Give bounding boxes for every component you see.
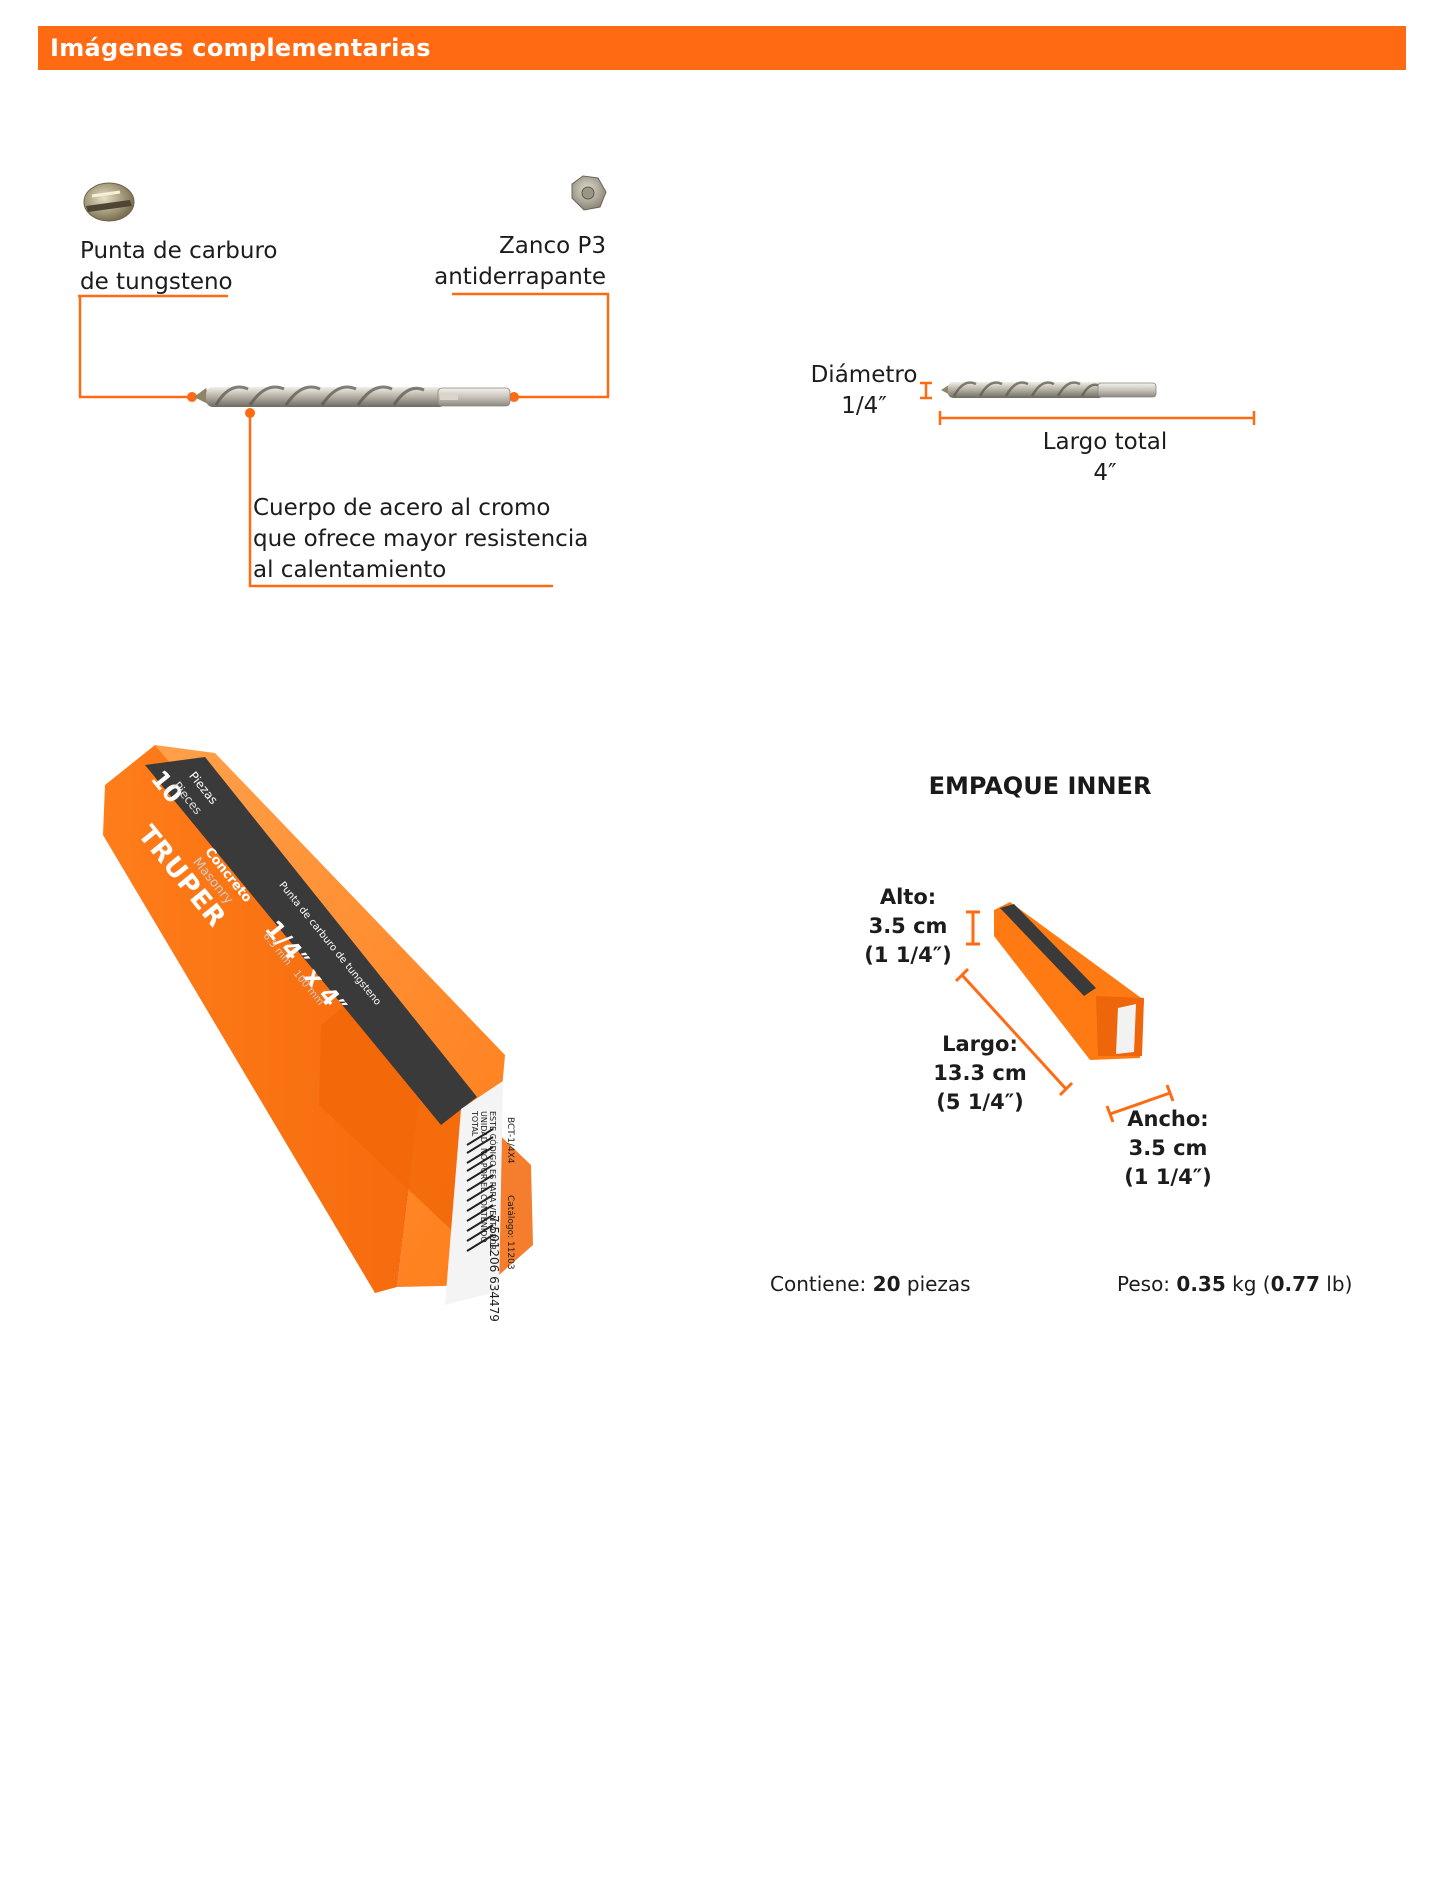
- package-height-metric: 3.5 cm: [868, 914, 948, 938]
- package-length-label: Largo: 13.3 cm (5 1/4″): [922, 1030, 1038, 1117]
- length-label: Largo total 4″: [1030, 427, 1180, 489]
- tip-callout-line1: Punta de carburo: [80, 238, 278, 264]
- inner-package-image: [992, 900, 1162, 1060]
- body-callout-line2: que ofrece mayor resistencia: [253, 526, 589, 552]
- contents-value: 20: [872, 1272, 901, 1296]
- shank-callout-line2: antiderrapante: [434, 264, 606, 290]
- shank-callout-line1: Zanco P3: [499, 233, 606, 259]
- weight-lb-unit: lb: [1326, 1272, 1345, 1296]
- length-value: 4″: [1093, 460, 1117, 486]
- shank-callout-dot: [509, 392, 519, 402]
- weight-paren-close: ): [1344, 1272, 1353, 1296]
- body-callout-label: Cuerpo de acero al cromo que ofrece mayo…: [253, 493, 588, 586]
- drill-bit-large: [194, 385, 511, 407]
- shank-end-closeup-icon: [571, 175, 607, 211]
- shank-callout-label: Zanco P3 antiderrapante: [430, 231, 606, 293]
- product-box-image: TRUPER 10 Piezas Pieces Concreto Masonry…: [85, 725, 605, 1322]
- box-code: BCT-1/4X4: [505, 1117, 515, 1164]
- length-title: Largo total: [1042, 429, 1168, 455]
- carbide-tip-closeup-icon: [83, 182, 135, 222]
- contents-unit: piezas: [906, 1272, 971, 1296]
- inner-package-graphic: [994, 902, 1144, 1060]
- package-weight: Peso: 0.35 kg (0.77 lb): [1117, 1272, 1352, 1296]
- package-dimension-lines: [954, 910, 1175, 1123]
- package-width-title: Ancho:: [1127, 1107, 1209, 1131]
- box-catalog: Catálogo: 11203: [505, 1195, 515, 1270]
- diameter-value: 1/4″: [841, 393, 887, 419]
- package-width-imperial: (1 1/4″): [1124, 1165, 1212, 1189]
- package-length-imperial: (5 1/4″): [936, 1090, 1024, 1114]
- package-length-metric: 13.3 cm: [933, 1061, 1027, 1085]
- weight-label: Peso:: [1117, 1272, 1171, 1296]
- tip-callout-dot: [187, 392, 197, 402]
- weight-paren-open: (: [1262, 1272, 1271, 1296]
- dimension-lines: [920, 381, 1256, 425]
- weight-kg-unit: kg: [1232, 1272, 1257, 1296]
- package-height-imperial: (1 1/4″): [864, 943, 952, 967]
- package-width-metric: 3.5 cm: [1128, 1136, 1208, 1160]
- body-callout-dot: [245, 408, 255, 418]
- callout-lines: [78, 292, 610, 588]
- weight-kg-value: 0.35: [1176, 1272, 1226, 1296]
- drill-bit-small: [941, 381, 1157, 398]
- contents-label: Contiene:: [770, 1272, 867, 1296]
- package-height-title: Alto:: [879, 885, 937, 909]
- body-callout-line3: al calentamiento: [253, 557, 447, 583]
- section-title: Imágenes complementarias: [50, 34, 431, 62]
- body-callout-line1: Cuerpo de acero al cromo: [253, 495, 551, 521]
- packaging-title: EMPAQUE INNER: [928, 772, 1152, 800]
- box-barcode-number: 7 501206 634479: [487, 1215, 501, 1322]
- tip-callout-label: Punta de carburo de tungsteno: [80, 236, 278, 298]
- package-height-label: Alto: 3.5 cm (1 1/4″): [858, 883, 958, 970]
- weight-lb-value: 0.77: [1270, 1272, 1320, 1296]
- product-box-graphic: [103, 745, 533, 1305]
- diameter-label: Diámetro 1/4″: [808, 360, 920, 422]
- package-width-label: Ancho: 3.5 cm (1 1/4″): [1110, 1105, 1226, 1192]
- section-header-bar: Imágenes complementarias: [38, 26, 1406, 70]
- diameter-title: Diámetro: [810, 362, 918, 388]
- package-contents: Contiene: 20 piezas: [770, 1272, 971, 1296]
- package-length-title: Largo:: [942, 1032, 1018, 1056]
- tip-callout-line2: de tungsteno: [80, 269, 233, 295]
